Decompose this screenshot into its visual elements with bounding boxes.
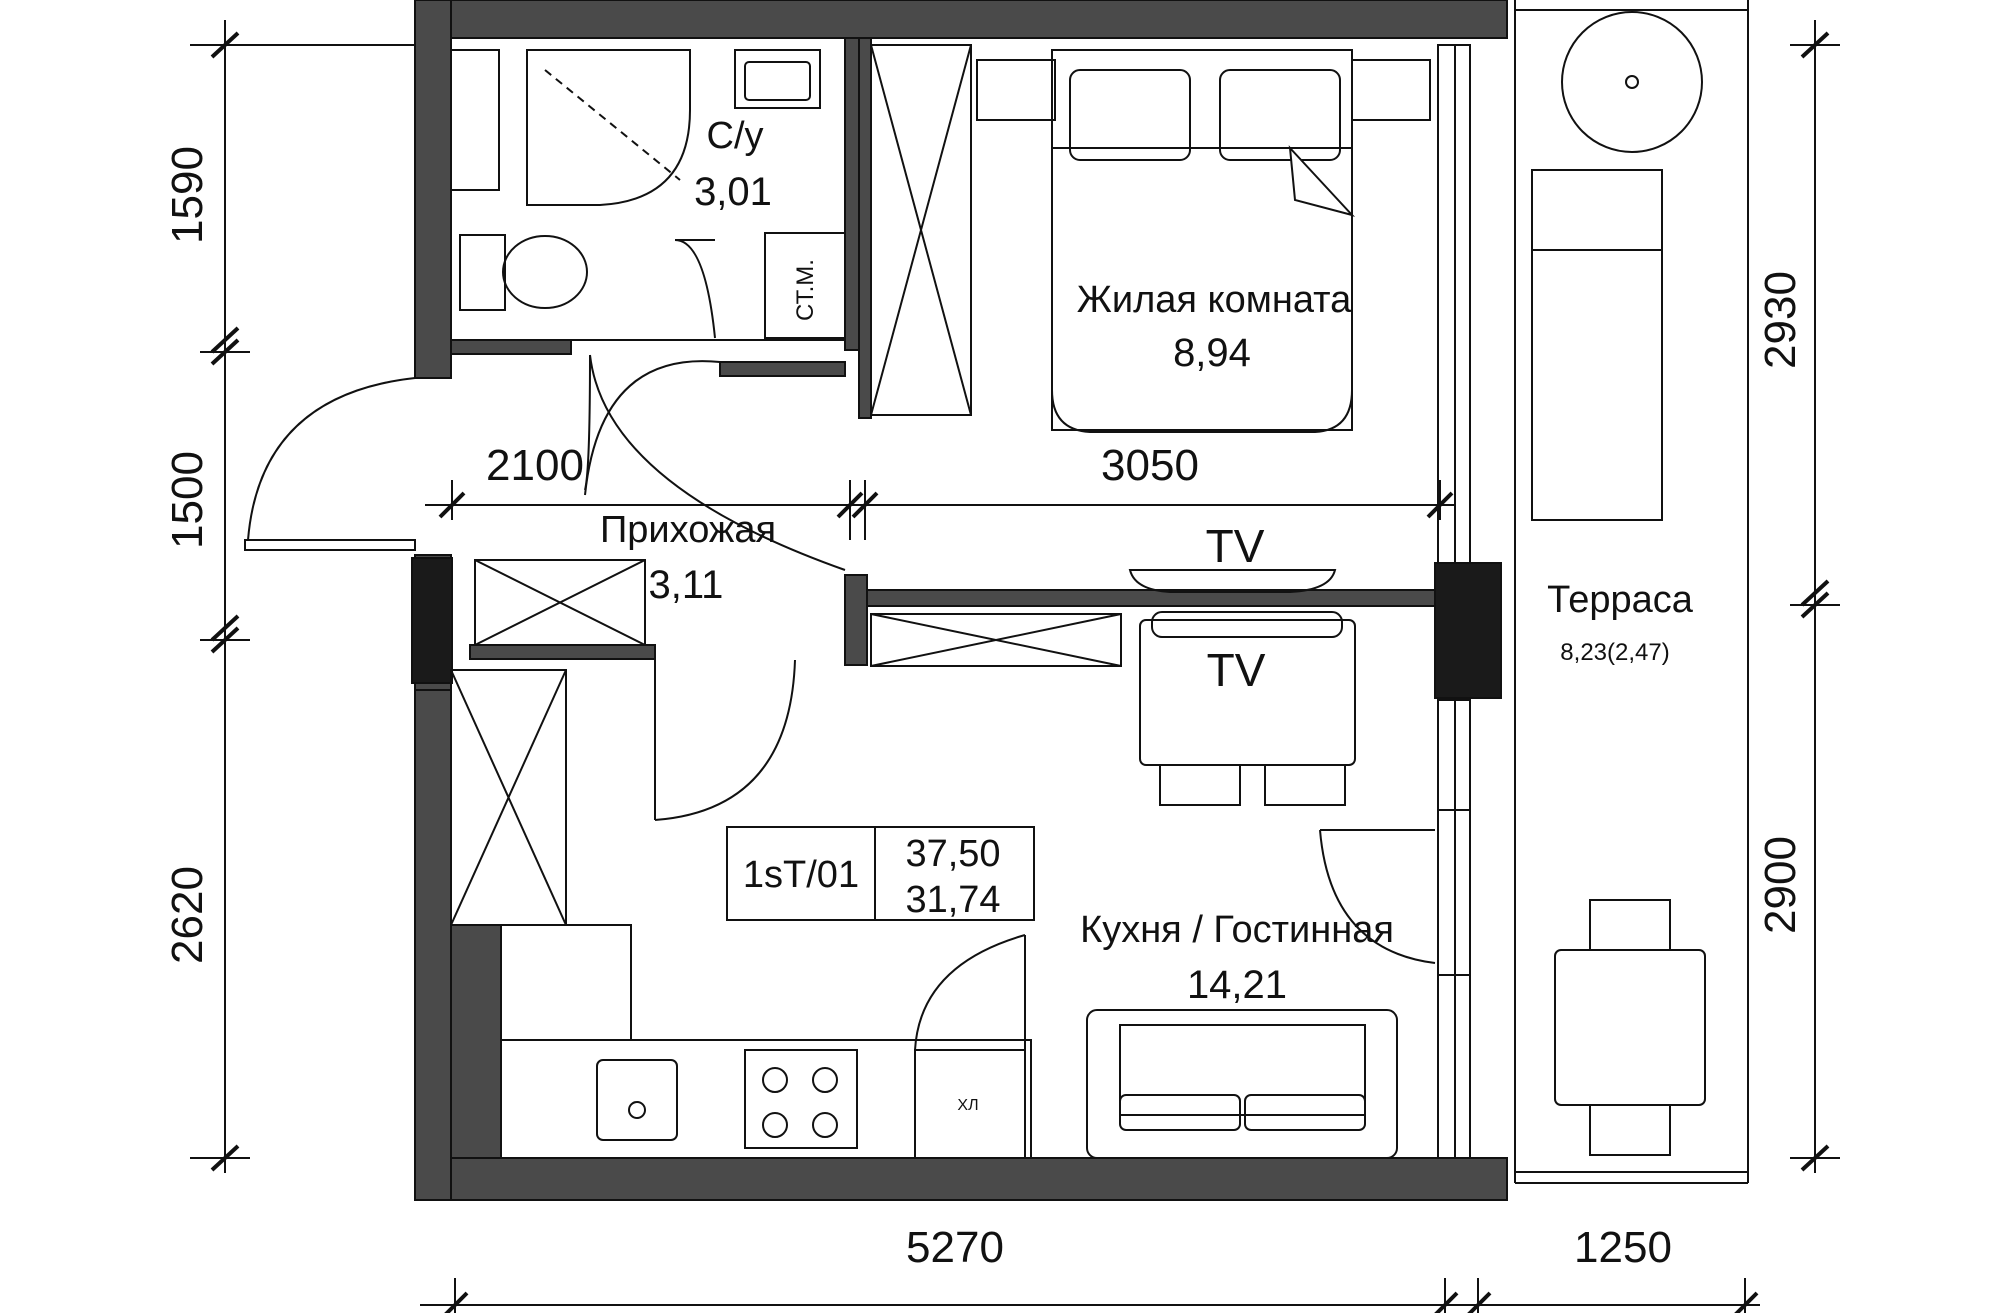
dim-bottom-2: 1250: [1574, 1223, 1672, 1272]
kitchen-sink: [596, 1059, 678, 1141]
chair-right: [1264, 764, 1346, 806]
terrace-column: [1434, 562, 1502, 699]
tv-label-top: TV: [1206, 520, 1265, 572]
unit-info-box: [726, 826, 1035, 921]
kitchen-living-name: Кухня / Гостинная: [1080, 909, 1394, 951]
dimension-lines: [190, 20, 1840, 1313]
tv-stand-top: [1128, 569, 1337, 593]
bathtub: [450, 49, 500, 191]
wardrobe-wall-right: [858, 37, 872, 419]
walls: [414, 0, 1508, 1201]
bath-sink: [734, 49, 821, 109]
terrace-wall: [1434, 0, 1749, 1184]
entrance-door-arc: [247, 377, 416, 541]
bed: [1051, 49, 1353, 431]
kitchen-left-wall: [450, 924, 502, 1159]
kitchen-living-area: 14,21: [1187, 963, 1287, 1007]
dim-inner-1: 2100: [486, 441, 584, 490]
sunbed: [1531, 169, 1663, 521]
kitchen-bedroom-wall: [859, 589, 1436, 607]
utility-shaft-label: СТ.М.: [792, 259, 819, 321]
sofa: [1086, 1009, 1398, 1159]
terrace-chair-bottom: [1589, 1104, 1671, 1156]
top-wall: [414, 0, 1508, 39]
terrace-furniture: [1531, 11, 1706, 1156]
fridge-box: [914, 1049, 1026, 1159]
hall-wall-left-post: [844, 574, 868, 666]
pillow-left: [1069, 69, 1191, 161]
chair-left: [1159, 764, 1241, 806]
bedroom-name: Жилая комната: [1077, 279, 1352, 321]
terrace-chair-top: [1589, 899, 1671, 951]
terrace-sun-umbrella: [1561, 11, 1703, 153]
bathroom-name: С/у: [707, 115, 764, 157]
bath-wall-right: [844, 37, 860, 351]
dim-left-3: 2620: [163, 866, 212, 964]
entrance-column: [411, 557, 453, 684]
fridge-label: ХЛ: [957, 1097, 978, 1114]
stove: [744, 1049, 858, 1149]
utility-shaft-box: [764, 232, 846, 339]
terrace-table: [1554, 949, 1706, 1106]
living-wardrobe: [870, 613, 1122, 667]
bedroom-area: 8,94: [1173, 331, 1251, 375]
hallway-area: 3,11: [649, 563, 724, 607]
dim-left-1: 1590: [163, 146, 212, 244]
bathroom-area: 3,01: [694, 170, 772, 214]
dim-right-2: 2900: [1756, 836, 1805, 934]
dimension-ticks: [210, 31, 1830, 1313]
left-wall-lower: [414, 689, 452, 1201]
toilet: [502, 235, 588, 309]
tv-label-bottom: TV: [1207, 644, 1266, 696]
interior-lines: [244, 37, 1436, 1159]
hall-wardrobe: [474, 559, 646, 646]
unit-total-area: 37,50: [905, 833, 1000, 875]
dining-table: [1139, 619, 1356, 766]
hall-door-lower-arc: [654, 659, 796, 821]
dim-bottom-1: 5270: [906, 1223, 1004, 1272]
left-wall-upper: [414, 0, 452, 379]
unit-living-area: 31,74: [905, 879, 1000, 921]
dim-right-1: 2930: [1756, 271, 1805, 369]
terrace-area: 8,23(2,47): [1560, 639, 1669, 666]
wardrobe: [870, 44, 972, 416]
dim-inner-2: 3050: [1101, 441, 1199, 490]
hall-wall-lower: [469, 644, 656, 660]
bottom-wall: [414, 1157, 1508, 1201]
hallway-name: Прихожая: [600, 509, 776, 551]
dim-left-2: 1500: [163, 451, 212, 549]
terrace-name: Терраса: [1547, 579, 1694, 621]
bath-wall-bottom-right: [719, 361, 846, 377]
shower: [526, 49, 691, 206]
bath-wall-bottom: [450, 339, 572, 355]
kitchen-counter: [500, 1039, 1032, 1159]
unit-code: 1sT/01: [743, 854, 859, 896]
toilet-tank: [459, 234, 506, 311]
pillow-right: [1219, 69, 1341, 161]
